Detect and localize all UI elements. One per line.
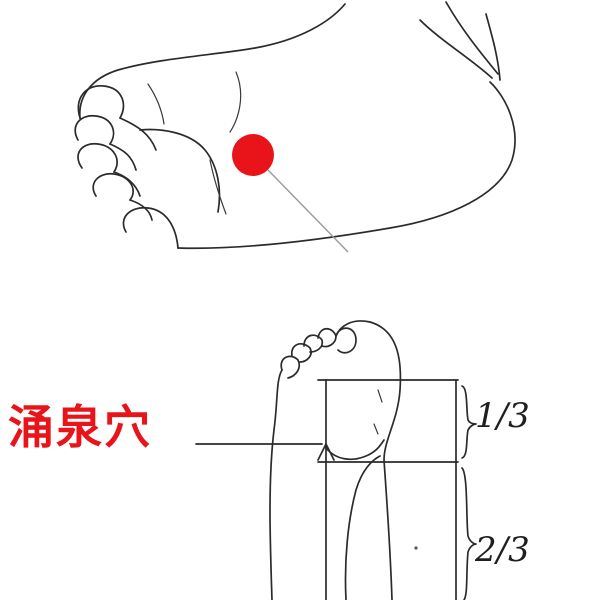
sole-crease-c (147, 83, 165, 125)
sole-crease-b (209, 159, 227, 215)
toe-second (74, 115, 115, 145)
marker-pointer-line (267, 169, 349, 253)
acupoint-marker (232, 134, 274, 176)
sole-crease-a (229, 71, 242, 133)
heel-line-1 (419, 19, 493, 79)
toe-b-3 (303, 334, 324, 353)
foot-outline (269, 320, 402, 600)
toe-fourth (92, 173, 134, 201)
ball-curve (325, 439, 385, 461)
toe-big (77, 85, 125, 119)
inner-arch (344, 455, 381, 600)
foot-proportion-view (195, 320, 477, 600)
heel-line-2 (445, 1, 499, 75)
heel-line-3 (485, 13, 501, 81)
proportion-upper-label: 1/3 (475, 396, 530, 436)
toe-b-5 (335, 327, 357, 354)
toe-b-2 (291, 343, 312, 363)
foot-sole-top-view (74, 1, 516, 253)
brace-upper (461, 385, 477, 459)
toe-fifth (122, 207, 179, 249)
dash-1 (377, 389, 383, 403)
ball-pad (139, 128, 221, 213)
toe-third (77, 143, 118, 173)
toe-b-1 (280, 355, 301, 379)
dot-mark (414, 546, 418, 550)
ball-crease (109, 117, 157, 221)
acupoint-label: 涌泉穴 (8, 400, 152, 454)
dash-2 (373, 423, 379, 435)
brace-lower (461, 467, 477, 600)
sole-outline (79, 3, 516, 250)
proportion-lower-label: 2/3 (475, 530, 530, 570)
